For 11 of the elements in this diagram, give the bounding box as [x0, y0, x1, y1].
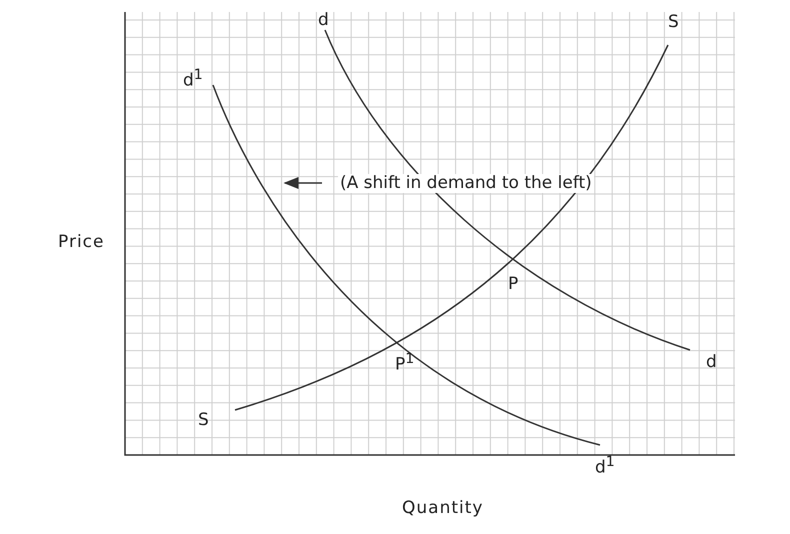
axis-title: Quantity: [402, 500, 484, 517]
point-label: P: [508, 276, 518, 293]
point-label: P$^{1}$: [395, 352, 414, 374]
annotation: (A shift in demand to the left): [338, 174, 594, 193]
curve-label: d: [318, 12, 329, 29]
curve-label: d: [706, 354, 717, 371]
curve-label: S: [198, 412, 209, 429]
curve-label: d$^{1}$: [183, 68, 203, 90]
axis-title: Price: [58, 234, 104, 251]
curve-label: S: [668, 14, 679, 31]
curve-label: d$^{1}$: [595, 455, 615, 477]
